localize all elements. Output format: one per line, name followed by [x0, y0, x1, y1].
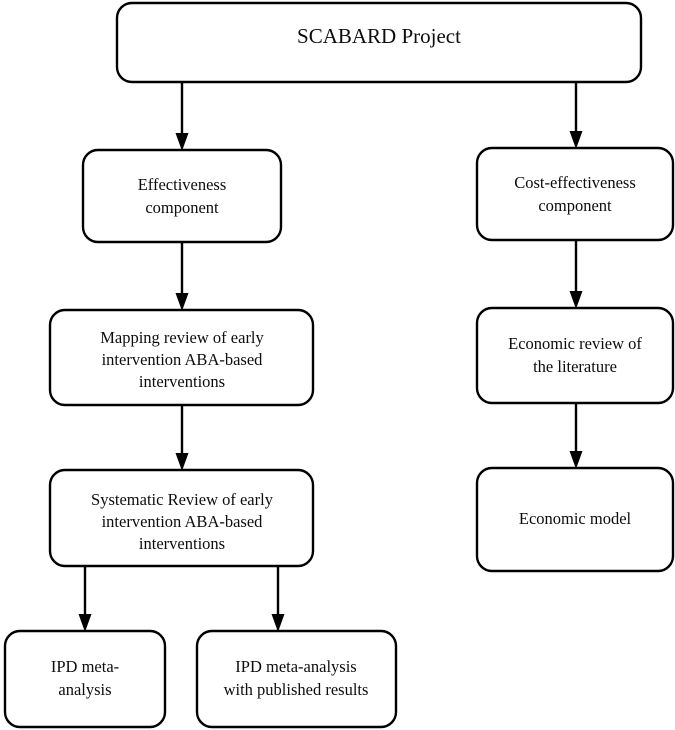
node-systematic-review[interactable]: Systematic Review of early intervention …: [48, 468, 315, 568]
node-effectiveness-component[interactable]: Effectiveness component: [81, 148, 283, 244]
node-economic-model-box[interactable]: [475, 466, 675, 573]
node-economic-model-label: Economic model: [519, 509, 632, 528]
node-scabard-project[interactable]: SCABARD Project: [115, 1, 643, 84]
edge-systematic-review-to-ipd-meta-analysis: [78, 566, 92, 632]
node-ipd-meta-analysis-published-label-line2: with published results: [224, 680, 369, 699]
edge-mapping-review-to-systematic-review: [175, 405, 189, 471]
node-economic-review-box[interactable]: [475, 306, 675, 405]
node-systematic-review-label-line3: interventions: [139, 534, 225, 553]
node-mapping-review[interactable]: Mapping review of early intervention ABA…: [48, 308, 315, 407]
node-mapping-review-label-line1: Mapping review of early: [100, 328, 264, 347]
node-effectiveness-component-box[interactable]: [81, 148, 283, 244]
node-economic-review[interactable]: Economic review of the literature: [475, 306, 675, 405]
node-systematic-review-label-line2: intervention ABA-based: [102, 512, 264, 531]
node-cost-effectiveness-component[interactable]: Cost-effectiveness component: [475, 146, 675, 242]
node-scabard-project-label: SCABARD Project: [297, 24, 461, 48]
node-mapping-review-label-line2: intervention ABA-based: [102, 350, 264, 369]
node-mapping-review-label-line3: interventions: [139, 372, 225, 391]
edge-economic-review-to-economic-model: [569, 403, 583, 469]
node-mapping-review-box[interactable]: [48, 308, 315, 407]
node-effectiveness-component-label-line2: component: [145, 198, 219, 217]
node-ipd-meta-analysis-published[interactable]: IPD meta-analysis with published results: [195, 629, 398, 729]
edge-cost-effectiveness-to-economic-review: [569, 240, 583, 309]
connector-layer: [78, 82, 583, 632]
node-ipd-meta-analysis-published-label-line1: IPD meta-analysis: [235, 657, 356, 676]
node-cost-effectiveness-component-box[interactable]: [475, 146, 675, 242]
node-cost-effectiveness-component-label-line2: component: [538, 196, 612, 215]
node-ipd-meta-analysis-label-line1: IPD meta-: [51, 657, 119, 676]
node-effectiveness-component-label-line1: Effectiveness: [138, 175, 227, 194]
node-ipd-meta-analysis-published-box[interactable]: [195, 629, 398, 729]
node-economic-review-label-line1: Economic review of: [508, 334, 642, 353]
node-economic-model[interactable]: Economic model: [475, 466, 675, 573]
edge-effectiveness-to-mapping-review: [175, 242, 189, 311]
node-systematic-review-box[interactable]: [48, 468, 315, 568]
node-ipd-meta-analysis-label-line2: analysis: [58, 680, 111, 699]
node-economic-review-label-line2: the literature: [533, 357, 617, 376]
node-scabard-project-box[interactable]: [115, 1, 643, 84]
node-cost-effectiveness-component-label-line1: Cost-effectiveness: [514, 173, 636, 192]
node-ipd-meta-analysis-box[interactable]: [3, 629, 167, 729]
edge-scabard-to-effectiveness: [175, 82, 189, 151]
node-ipd-meta-analysis[interactable]: IPD meta- analysis: [3, 629, 167, 729]
edge-systematic-review-to-ipd-meta-analysis-published: [271, 566, 285, 632]
node-systematic-review-label-line1: Systematic Review of early: [91, 490, 274, 509]
edge-scabard-to-cost-effectiveness: [569, 82, 583, 149]
